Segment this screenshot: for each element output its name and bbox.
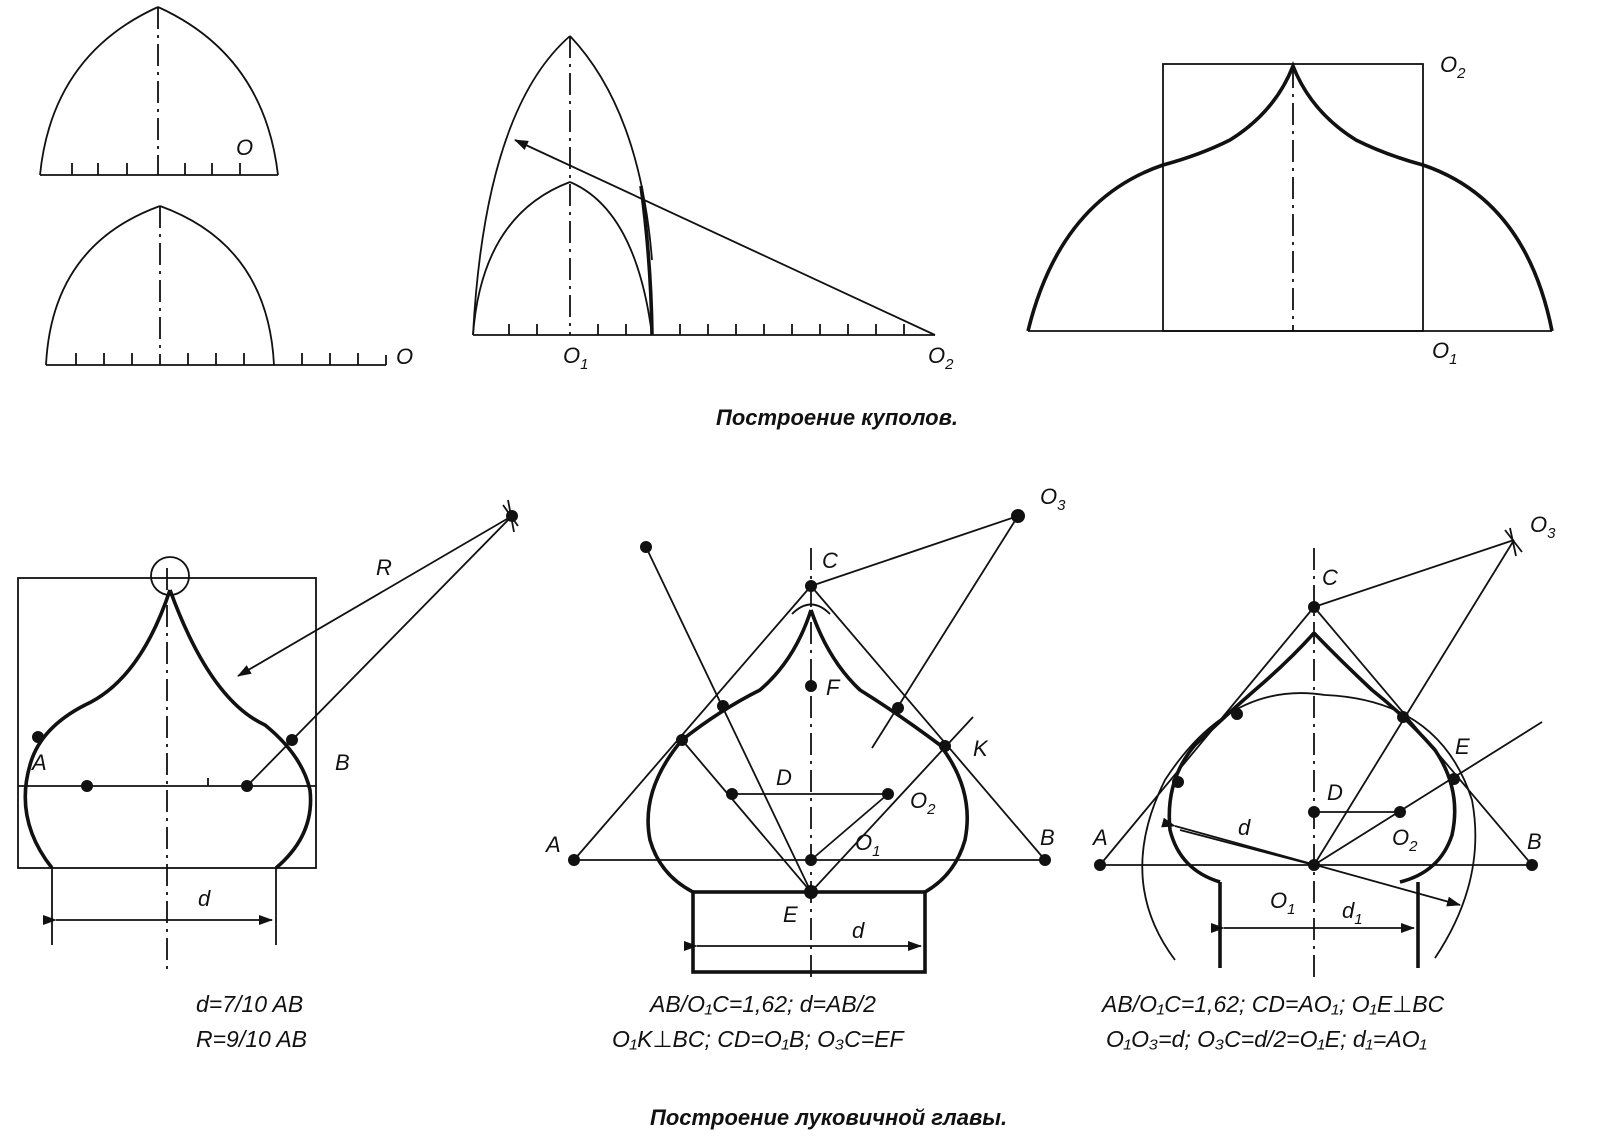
dome-arc-left [39,6,159,176]
label-dd: d [852,918,865,943]
label-d: d [198,886,211,911]
tick-marks [71,163,241,175]
radius-line [514,139,936,336]
dome-arc-left [45,205,161,366]
label-o2: O2 [1392,825,1418,855]
label-o2: O2 [928,343,954,373]
dome-arc-right [157,6,279,176]
label-b: B [335,750,350,775]
top-circle [150,556,190,596]
onion-profile [23,589,313,870]
label-o1: O1 [855,830,880,860]
label-o1: O1 [563,343,588,373]
label-b: B [1040,825,1055,850]
point-a [32,731,44,743]
big-circle-arc [1141,692,1477,961]
label-b: B [1527,829,1542,854]
formula-2: O₁K⊥BC; CD=O₁B; O₃C=EF [612,1026,906,1052]
label-e: E [1455,734,1470,759]
point-ab-2 [241,780,253,792]
radius-line-r [237,515,513,677]
label-c: C [822,548,838,573]
dome-figure-3: O1 O2 [472,35,954,373]
label-o3: O3 [1040,484,1066,514]
onion-figure-3: A B C D E d d1 O1 O2 O3 AB/O₁C=1,62; CD=… [1091,512,1556,1052]
dome-figure-1: O [39,6,279,176]
label-c: C [1322,565,1338,590]
label-k: K [973,736,989,761]
formula-1: d=7/10 AB [196,991,303,1017]
neck-rect [691,890,927,974]
label-o1: O1 [1270,888,1295,918]
label-d1: d1 [1342,898,1363,928]
point-ab-1 [81,780,93,792]
onion-profile [1167,631,1457,884]
label-a: A [544,832,561,857]
label-f: F [826,675,841,700]
label-o2: O2 [1440,52,1466,82]
line-c-o3 [810,515,1019,587]
inner-arc-right [569,181,653,336]
point-o3 [506,510,518,522]
line-o1-o2 [810,793,889,861]
label-d: D [776,765,792,790]
caption-domes: Построение куполов. [716,405,958,430]
label-a: A [1091,825,1108,850]
label-dd: d [1238,815,1251,840]
formula-1: AB/O₁C=1,62; CD=AO₁; O₁E⊥BC [1100,991,1445,1017]
label-o1: O1 [1432,338,1457,368]
tick-marks [75,353,359,365]
formula-2: R=9/10 AB [196,1026,307,1052]
dome-profile [1026,61,1554,332]
label-o: O [236,135,253,160]
inner-arc-left [472,181,571,336]
line-left-e [645,546,812,893]
line-o1-o3 [1313,539,1515,866]
formula-1: AB/O₁C=1,62; d=AB/2 [648,991,876,1017]
triangle-right [810,585,1046,861]
outer-arc-right [569,35,653,261]
dome-figure-4: O2 O1 [1026,52,1554,368]
point-tangent [286,734,298,746]
onion-figure-2: A B C F D K E d O1 O2 O3 AB/O₁C=1,62; d=… [544,484,1066,1052]
label-r: R [376,555,392,580]
label-e: E [783,902,798,927]
formula-2: O₁O₃=d; O₃C=d/2=O₁E; d₁=AO₁ [1106,1026,1427,1052]
label-d: D [1327,780,1343,805]
dome-figure-2: O [45,205,413,369]
tick-marks [508,324,905,335]
onion-figure-1: A B R d d=7/10 AB R=9/10 AB [17,499,519,1052]
label-a: A [30,750,47,775]
outer-arc-left [472,35,571,336]
line-left-d [681,739,812,893]
label-o: O [396,344,413,369]
caption-onion: Построение луковичной главы. [650,1105,1007,1130]
label-o3: O3 [1530,512,1556,542]
dome-arc-right [159,205,275,366]
label-o2: O2 [910,788,936,818]
radius-arrow-short [640,189,646,209]
triangle-left [573,585,812,861]
line-c-o3 [1313,539,1515,608]
